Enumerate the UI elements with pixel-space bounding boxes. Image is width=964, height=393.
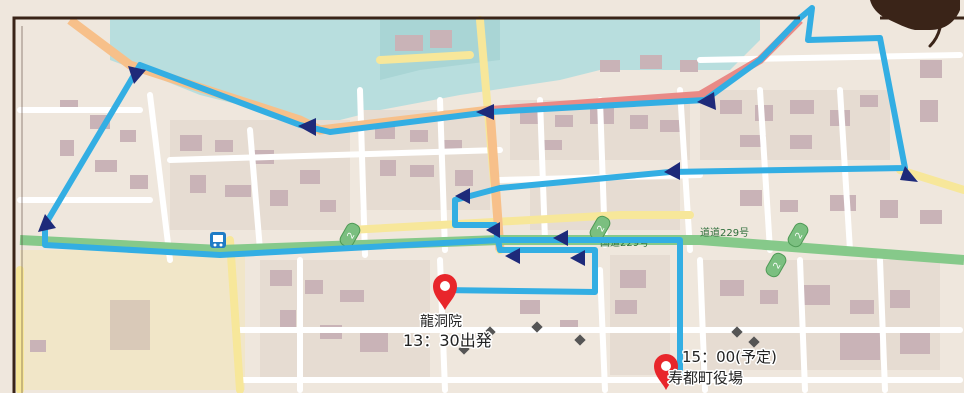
- tour-route: [42, 5, 908, 378]
- direction-arrow-icon: [553, 230, 568, 246]
- road-name-label: 道道229号: [700, 226, 749, 239]
- direction-arrow-icon: [476, 104, 494, 120]
- road-shield: 2: [765, 252, 787, 278]
- marker-name-label: 寿都町役場: [668, 369, 743, 387]
- direction-arrow-icon: [38, 214, 56, 232]
- road-shield-label: 2: [596, 224, 608, 234]
- cat-icon: [870, 0, 960, 48]
- water-area: [110, 18, 760, 125]
- road-shield: 2: [787, 222, 809, 248]
- direction-arrow-icon: [900, 166, 918, 182]
- map-pin-icon[interactable]: [433, 274, 457, 310]
- direction-arrow-icon: [664, 162, 680, 180]
- water-area-east: [380, 18, 500, 80]
- direction-arrow-icon: [570, 250, 585, 266]
- road-shields: 2 2 2 2: [339, 215, 809, 278]
- poi-markers: [458, 321, 760, 355]
- road-shield-label: 2: [772, 261, 784, 271]
- direction-arrow-icon: [298, 118, 316, 136]
- map-pin-icon[interactable]: [654, 354, 678, 390]
- direction-arrow-icon: [505, 248, 520, 264]
- direction-arrow-icon: [128, 66, 146, 84]
- marker-time-label: 15：00(予定): [682, 348, 777, 366]
- road-shield-label: 2: [346, 231, 358, 241]
- buildings: [30, 30, 942, 360]
- direction-arrow-icon: [455, 188, 470, 204]
- route-arrows: [38, 66, 918, 266]
- marker-time-label: 13：30出発: [403, 331, 492, 350]
- road-shield-label: 2: [794, 231, 806, 241]
- direction-arrow-icon: [486, 222, 500, 238]
- bus-stop-icon: [210, 232, 226, 248]
- marker-name-label: 龍洞院: [420, 313, 462, 330]
- direction-arrow-icon: [697, 92, 716, 110]
